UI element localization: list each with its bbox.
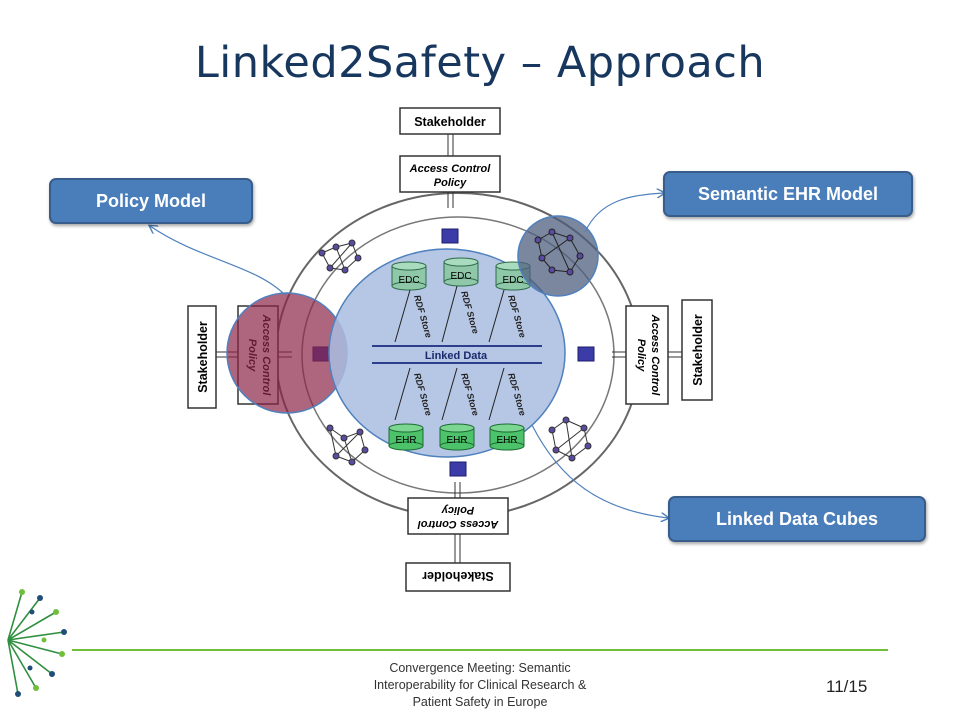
linked-data-label: Linked Data [425, 350, 488, 362]
policy-label-right: Policy [635, 339, 647, 372]
policy-label-top: Policy [434, 177, 467, 189]
stakeholder-box-right [681, 299, 713, 401]
stakeholder-label-bottom: Stakeholder [422, 569, 494, 583]
page-number: 11/15 [826, 677, 868, 696]
stakeholder-label-right: Stakeholder [691, 314, 705, 386]
footer-line-3: Patient Safety in Europe [412, 695, 548, 709]
stakeholder-label-left: Stakeholder [196, 321, 210, 393]
footer-line-1: Convergence Meeting: Semantic [389, 661, 571, 675]
access-control-box-bottom [407, 497, 509, 535]
connector-top [441, 228, 459, 244]
footer-line-2: Interoperability for Clinical Research & [373, 678, 587, 692]
access-control-label-right: Access Control [649, 314, 661, 397]
access-control-box-top [399, 155, 501, 193]
access-control-label-top: Access Control [409, 163, 492, 175]
edc-label-3: EDC [502, 275, 523, 286]
ehr-store-1: EHR [388, 423, 424, 451]
linked-data-cubes-callout[interactable]: Linked Data Cubes [668, 496, 926, 542]
stakeholder-box-top [399, 107, 501, 135]
slide-title: Linked2Safety – Approach [194, 38, 766, 88]
stakeholder-box-bottom [405, 562, 511, 592]
edc-label-1: EDC [398, 275, 419, 286]
ehr-label-2: EHR [446, 435, 467, 446]
arrow-policy-model [150, 226, 286, 296]
graph-glyph-bottom-left [326, 424, 369, 466]
semantic-highlight-circle [517, 215, 599, 297]
connector-bottom [449, 461, 467, 477]
linked2safety-logo [7, 589, 67, 697]
ehr-label-1: EHR [395, 435, 416, 446]
graph-glyph-top-left [318, 239, 362, 274]
connector-right [577, 346, 595, 362]
footer-divider [72, 649, 888, 651]
policy-label-bottom: Policy [441, 504, 474, 516]
ehr-label-3: EHR [496, 435, 517, 446]
semantic-ehr-model-callout[interactable]: Semantic EHR Model [663, 171, 913, 217]
stakeholder-label-top: Stakeholder [414, 115, 486, 129]
arrow-semantic-ehr [584, 193, 664, 233]
graph-glyph-bottom-right [548, 416, 592, 462]
edc-label-2: EDC [450, 271, 471, 282]
edc-store-2: EDC [443, 257, 479, 287]
footer-caption: Convergence Meeting: Semantic Interopera… [340, 660, 620, 711]
arrow-linked-cubes [531, 424, 668, 518]
graph-glyph-top-right [534, 228, 584, 276]
ehr-store-2: EHR [439, 423, 475, 451]
policy-model-callout[interactable]: Policy Model [49, 178, 253, 224]
ehr-store-3: EHR [489, 423, 525, 451]
access-control-label-bottom: Access Control [417, 518, 500, 530]
linked-data-circle [328, 248, 566, 458]
edc-store-1: EDC [391, 261, 427, 291]
access-control-box-right [625, 305, 669, 405]
stakeholder-box-left [187, 305, 217, 409]
